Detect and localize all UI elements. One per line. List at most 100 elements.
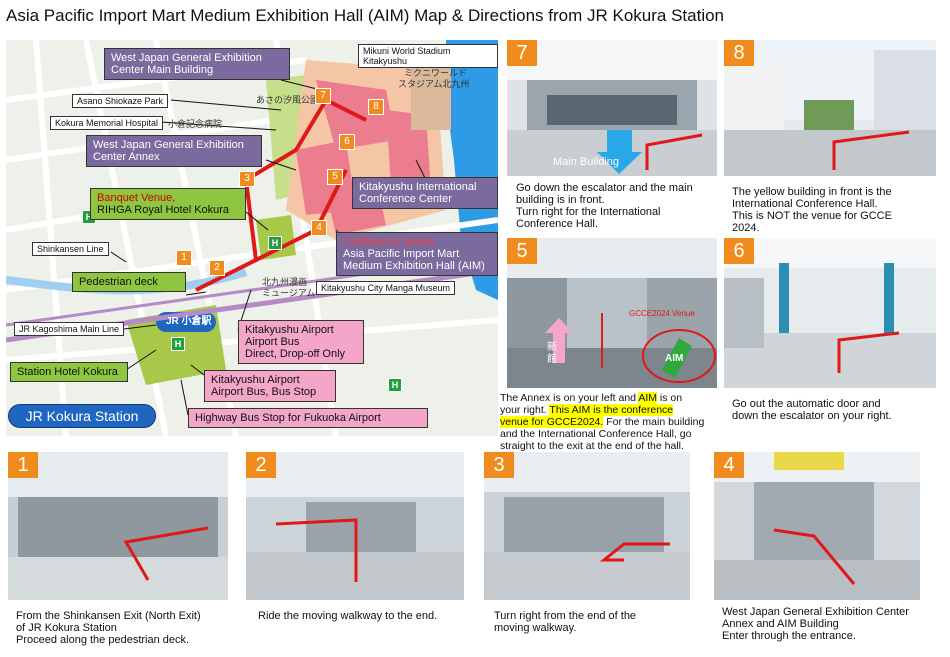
label-memorial-hospital: Kokura Memorial Hospital	[50, 116, 164, 130]
step-5-caption: The Annex is on your left and AIM is on …	[500, 392, 726, 452]
step-5-caption-highlight: This AIM is the conference	[549, 404, 674, 416]
map-text-hospital-jp: 小倉記念病院	[168, 119, 223, 129]
label-conf-name-line1: Asia Pacific Import Mart	[343, 248, 460, 260]
step-5-photo-aim: AIM	[665, 353, 684, 364]
step-8-caption: The yellow building in front is the Inte…	[732, 186, 942, 234]
step-7-number: 7	[507, 40, 537, 66]
step-7-scene	[507, 40, 717, 176]
step-8-number: 8	[724, 40, 754, 66]
step-1-caption: From the Shinkansen Exit (North Exit) of…	[16, 610, 236, 646]
step-1-caption-line: Proceed along the pedestrian deck.	[16, 634, 190, 646]
step-5-photo-annex: 新館	[547, 342, 557, 365]
label-main-building-line2: Center Main Building	[111, 64, 214, 76]
step-8-caption-line: International Conference Hall.	[732, 198, 878, 210]
step-4-photo: 4	[714, 452, 920, 600]
step-5-caption-part: For the main building	[603, 416, 705, 428]
step-1-caption-line: From the Shinkansen Exit (North Exit)	[16, 610, 201, 622]
step-5-photo: 5 新館 AIM GCCE2024 Venue	[507, 238, 717, 388]
route-marker-7: 7	[315, 88, 331, 104]
label-annex-line1: West Japan General Exhibition	[93, 139, 244, 151]
step-3-caption-line: moving walkway.	[494, 622, 577, 634]
step-6-number: 6	[724, 238, 754, 264]
step-4-caption: West Japan General Exhibition Center Ann…	[722, 606, 942, 642]
step-8-caption-line: This is NOT the venue for GCCE	[732, 210, 892, 222]
label-airport-bus-direct-line3: Direct, Drop-off Only	[245, 348, 346, 360]
step-6-photo: 6	[724, 238, 936, 388]
step-6-caption-line: Go out the automatic door and	[732, 398, 881, 410]
map-text-stadium-jp-2: スタジアム北九州	[398, 79, 470, 89]
map-text-park-jp: あさの汐風公園	[256, 95, 320, 105]
label-airport-bus-direct: Kitakyushu Airport Airport Bus Direct, D…	[238, 320, 364, 364]
label-annex: West Japan General Exhibition Center Ann…	[86, 135, 262, 167]
step-5-caption-part: and the International Conference Hall, g…	[500, 428, 692, 440]
step-5-caption-aim: AIM	[638, 392, 658, 404]
step-5-caption-part: is on	[657, 392, 683, 404]
label-intl-conf-line2: Conference Center	[359, 193, 452, 205]
route-marker-5: 5	[327, 169, 343, 185]
label-station-hotel: Station Hotel Kokura	[10, 362, 128, 382]
step-8-caption-line: The yellow building in front is the	[732, 186, 892, 198]
label-conference-venue: Conference Venue, Asia Pacific Import Ma…	[336, 232, 498, 276]
label-main-building: West Japan General Exhibition Center Mai…	[104, 48, 290, 80]
label-stadium: Mikuni World Stadium Kitakyushu	[358, 44, 498, 68]
label-intl-conf-line1: Kitakyushu International	[359, 181, 477, 193]
label-manga-museum: Kitakyushu City Manga Museum	[316, 281, 456, 295]
label-banquet-venue: Banquet Venue, RIHGA Royal Hotel Kokura	[90, 188, 246, 220]
route-marker-2: 2	[209, 260, 225, 276]
step-5-caption-part: straight to the exit at the end of the h…	[500, 440, 684, 452]
label-annex-line2: Center Annex	[93, 151, 160, 163]
step-5-photo-sign: GCCE2024 Venue	[629, 309, 695, 318]
route-marker-6: 6	[339, 134, 355, 150]
label-pedestrian-deck: Pedestrian deck	[72, 272, 186, 292]
label-asano-park: Asano Shiokaze Park	[72, 94, 169, 108]
step-4-caption-line: Enter through the entrance.	[722, 630, 856, 642]
step-5-scene	[507, 238, 717, 388]
map-text-station-jp: JR 小倉駅	[166, 316, 212, 327]
label-main-building-line1: West Japan General Exhibition	[111, 52, 262, 64]
step-7-photo: 7 Main Building	[507, 40, 717, 176]
step-3-number: 3	[484, 452, 514, 478]
step-4-scene	[714, 452, 920, 600]
step-7-caption-line: building is in front.	[516, 194, 605, 206]
label-conf-title: Conference Venue,	[343, 236, 438, 248]
label-banquet-title: Banquet Venue,	[97, 192, 176, 204]
step-6-scene	[724, 238, 936, 388]
label-jr-kokura-station: JR Kokura Station	[8, 404, 156, 428]
route-marker-3: 3	[239, 171, 255, 187]
step-2-caption: Ride the moving walkway to the end.	[258, 610, 468, 622]
step-7-caption: Go down the escalator and the main build…	[516, 182, 716, 230]
step-8-caption-line: 2024.	[732, 222, 760, 234]
step-1-photo: 1	[8, 452, 228, 600]
step-5-caption-highlight: venue for GCCE2024.	[500, 416, 604, 428]
map-text-manga-jp-2: ミュージアム	[262, 288, 316, 298]
step-2-scene	[246, 452, 464, 600]
step-5-caption-part: The Annex is on your left and	[500, 392, 639, 404]
label-airport-bus-direct-line1: Kitakyushu Airport	[245, 324, 334, 336]
step-5-caption-part: your right.	[500, 404, 550, 416]
step-7-photo-label: Main Building	[553, 156, 620, 168]
step-3-caption-line: Turn right from the end of the	[494, 610, 637, 622]
label-airport-bus-stop-line2: Airport Bus, Bus Stop	[211, 386, 317, 398]
step-3-scene	[484, 452, 690, 600]
step-1-number: 1	[8, 452, 38, 478]
step-2-photo: 2	[246, 452, 464, 600]
step-3-photo: 3	[484, 452, 690, 600]
hospital-marker: H	[268, 236, 282, 250]
map-text-stadium-jp-1: ミクニワールド	[404, 68, 468, 78]
map-text-manga-jp-1: 北九州漫画	[262, 277, 308, 287]
page-title: Asia Pacific Import Mart Medium Exhibiti…	[6, 6, 725, 25]
label-highway-bus: Highway Bus Stop for Fukuoka Airport	[188, 408, 428, 428]
step-6-caption: Go out the automatic door and down the e…	[732, 398, 942, 422]
label-shinkansen: Shinkansen Line	[32, 242, 109, 256]
step-5-number: 5	[507, 238, 537, 264]
step-8-photo: 8	[724, 40, 936, 176]
label-kagoshima-line: JR Kagoshima Main Line	[14, 322, 125, 336]
step-4-caption-line: Annex and AIM Building	[722, 618, 839, 630]
step-8-scene	[724, 40, 936, 176]
step-2-caption-line: Ride the moving walkway to the end.	[258, 610, 438, 622]
step-3-caption: Turn right from the end of the moving wa…	[494, 610, 694, 634]
label-intl-conference: Kitakyushu International Conference Cent…	[352, 177, 498, 209]
label-airport-bus-stop-line1: Kitakyushu Airport	[211, 374, 300, 386]
hospital-marker: H	[388, 378, 402, 392]
hospital-marker: H	[171, 337, 185, 351]
